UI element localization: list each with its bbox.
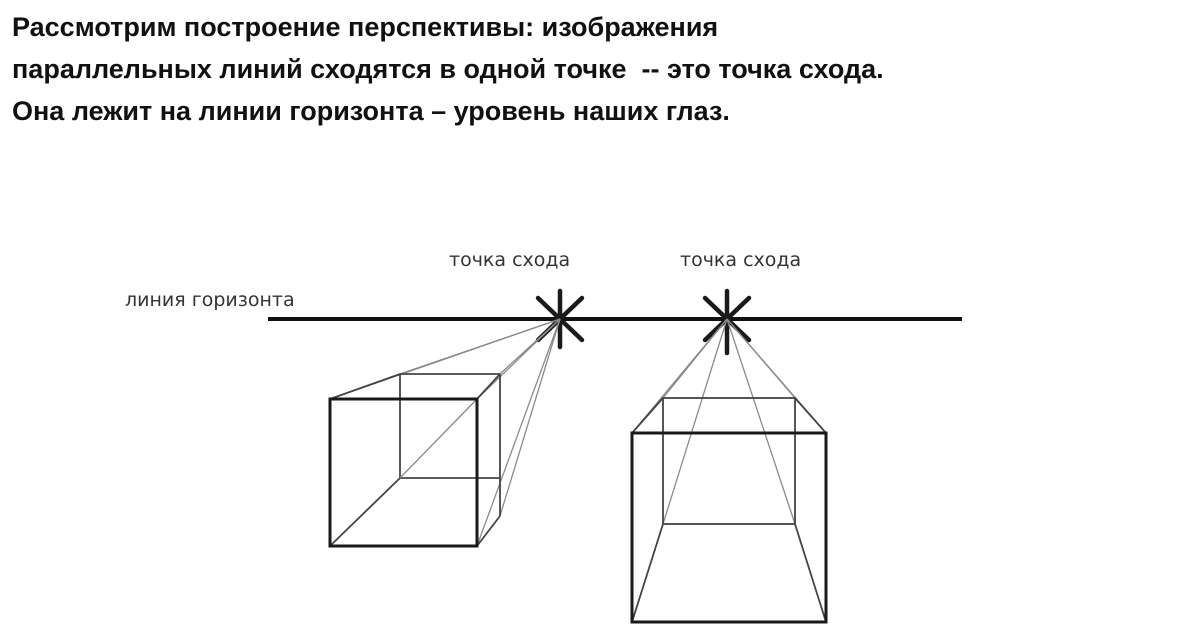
horizon-label: линия горизонта <box>125 289 295 311</box>
right-cube <box>630 318 828 624</box>
right-cube-back-face <box>662 397 796 525</box>
vanishing-point-right <box>702 288 752 356</box>
left-cube-edges <box>329 373 501 547</box>
vanishing-point-label-left: точка схода <box>449 249 570 271</box>
left-cube-back-face <box>399 373 501 516</box>
explanation-line-3: Она лежит на линии горизонта – уровень н… <box>12 96 730 126</box>
left-cube <box>328 318 561 548</box>
explanation-line-2: параллельных линий сходятся в одной точк… <box>12 54 884 84</box>
right-cube-edges <box>631 397 827 623</box>
vanishing-point-label-right: точка схода <box>680 249 801 271</box>
explanation-text: Рассмотрим построение перспективы: изобр… <box>12 6 1182 132</box>
left-cube-front-face <box>328 397 479 548</box>
explanation-line-1: Рассмотрим построение перспективы: изобр… <box>12 12 719 42</box>
right-cube-front-face <box>630 431 828 624</box>
